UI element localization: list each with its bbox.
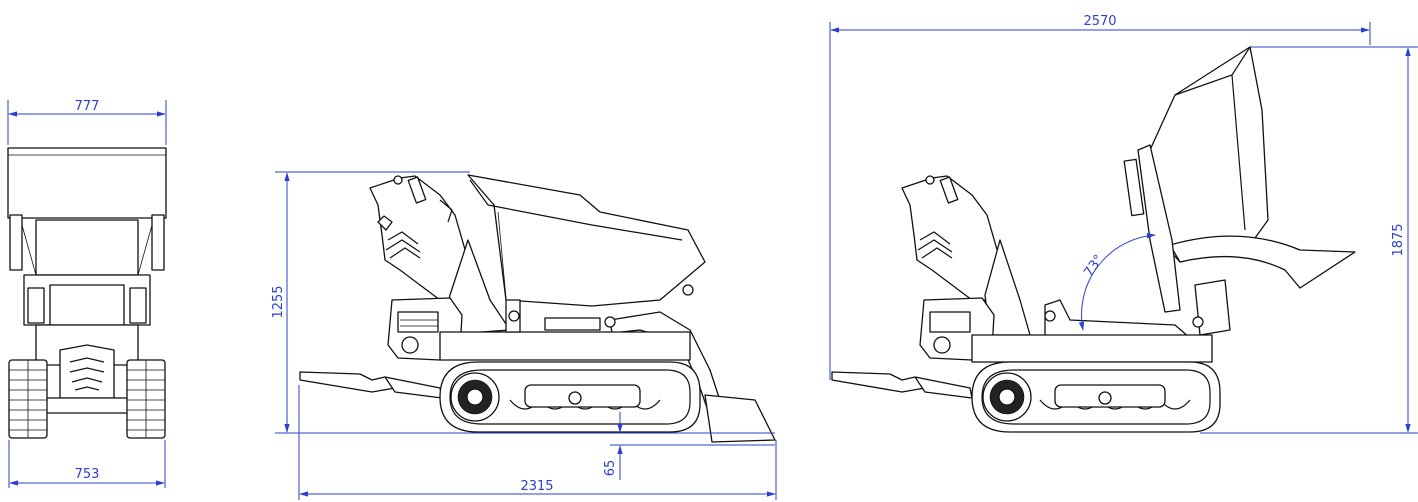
front-top-width-dimension: 777 xyxy=(7,99,167,145)
front-track-width-dimension: 753 xyxy=(8,440,166,488)
side-hopper xyxy=(467,174,706,307)
tipping-view: 2570 1875 xyxy=(829,14,1418,434)
side-view: 1255 xyxy=(271,171,777,500)
tipping-height-dimension: 1875 xyxy=(1200,46,1418,434)
side-track xyxy=(439,361,701,433)
tipping-raised-hopper xyxy=(1149,46,1356,289)
front-left-track xyxy=(8,359,48,439)
tipping-angle-label: 73° xyxy=(1081,252,1107,279)
front-hopper xyxy=(7,147,167,276)
tipping-track xyxy=(971,361,1221,433)
front-right-track xyxy=(126,359,166,439)
tipping-control-tower xyxy=(901,175,1031,336)
tipping-angle-indicator: 73° xyxy=(1078,232,1156,331)
side-ground-clearance-dimension: 65 xyxy=(300,412,775,480)
tipping-height-label: 1875 xyxy=(1391,223,1406,256)
side-chassis xyxy=(439,284,694,361)
side-handle xyxy=(299,371,443,399)
tipping-chassis xyxy=(971,310,1213,363)
tipping-handle xyxy=(831,371,973,399)
front-view: 777 xyxy=(7,99,167,488)
tipping-length-dimension: 2570 xyxy=(829,14,1371,380)
side-length-label: 2315 xyxy=(520,479,553,494)
side-length-dimension: 2315 xyxy=(298,385,777,500)
side-ground-clearance-label: 65 xyxy=(603,460,618,477)
tipping-length-label: 2570 xyxy=(1083,14,1116,29)
front-track-width-label: 753 xyxy=(75,467,100,482)
side-height-dimension: 1255 xyxy=(271,171,470,434)
side-height-label: 1255 xyxy=(271,285,286,318)
front-frame xyxy=(23,274,151,414)
front-top-width-label: 777 xyxy=(75,99,100,114)
